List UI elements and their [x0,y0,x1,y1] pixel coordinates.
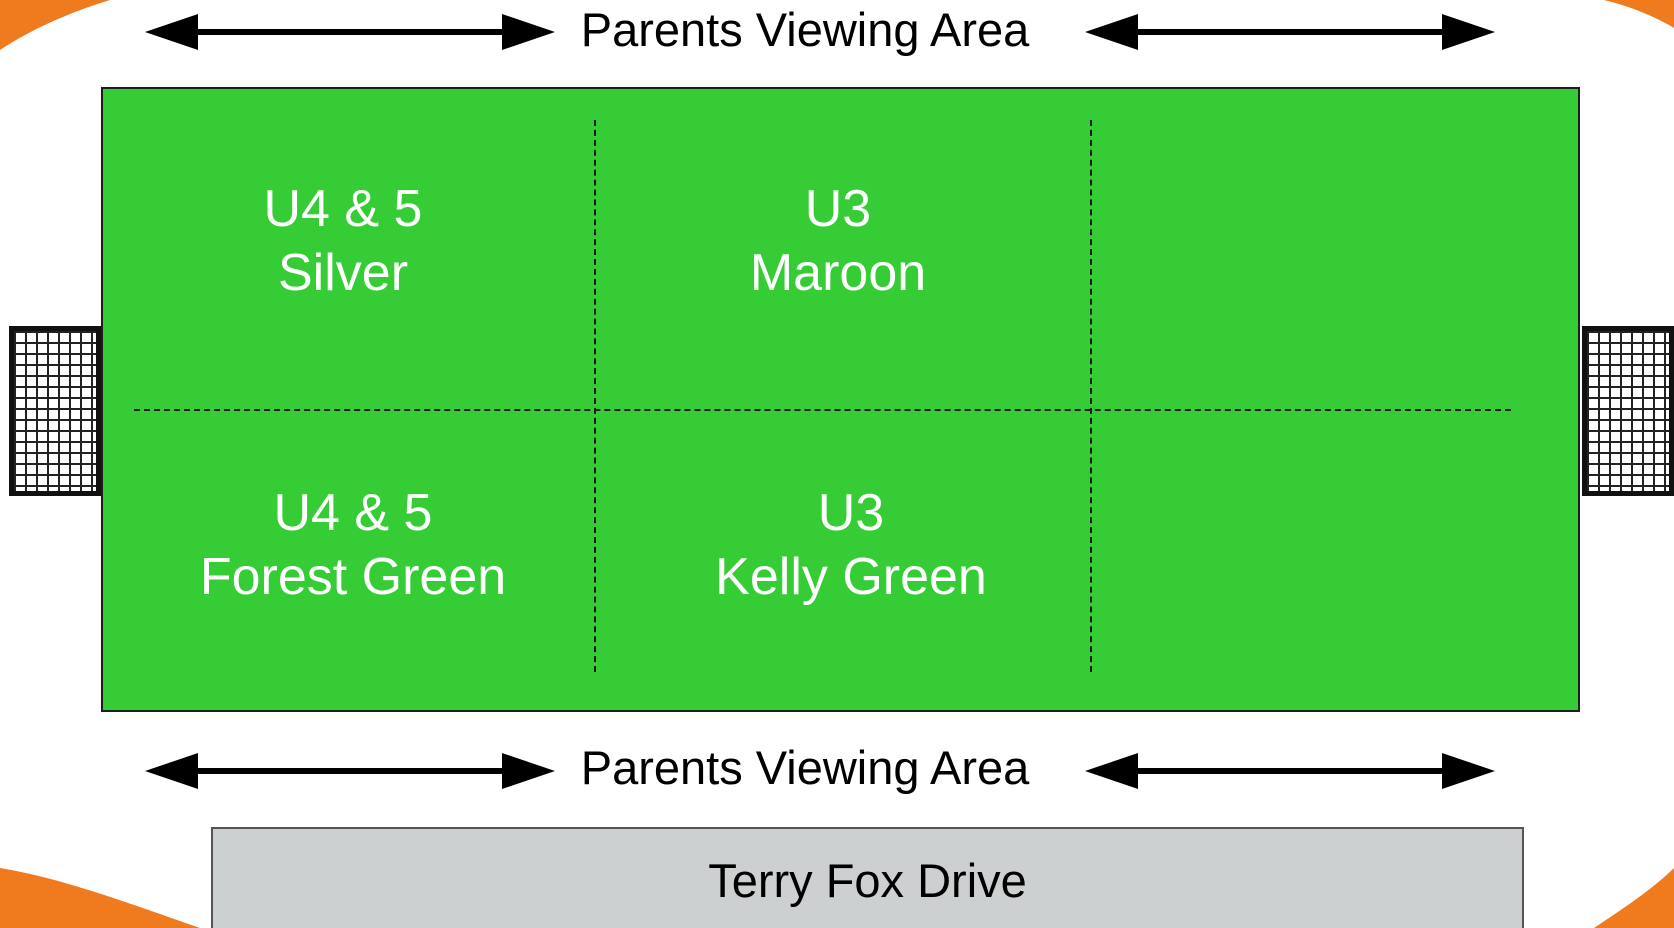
field-divider-vertical-2 [1090,120,1092,672]
zone-u3-maroon: U3 Maroon [638,177,1038,305]
zone-age-group: U4 & 5 [263,180,423,238]
top-viewing-area-label: Parents Viewing Area [580,3,1030,56]
zone-team-name: Maroon [749,244,927,302]
zone-age-group: U3 [817,484,885,542]
top-right-orange-swoosh [1604,0,1674,28]
field-divider-horizontal [134,409,1511,411]
zone-team-name: Forest Green [199,548,507,606]
zone-age-group: U4 & 5 [273,484,433,542]
left-goal-net [9,326,101,496]
zone-u3-kelly-green: U3 Kelly Green [651,481,1051,609]
road-label: Terry Fox Drive [708,854,1027,907]
bottom-left-orange-swoosh [0,868,200,928]
zone-age-group: U3 [804,180,872,238]
zone-team-name: Kelly Green [715,548,987,606]
soccer-field: U4 & 5 Silver U3 Maroon U4 & 5 Forest Gr… [101,87,1580,712]
top-right-double-arrow [1085,14,1495,50]
zone-u4-5-forest-green: U4 & 5 Forest Green [143,481,563,609]
terry-fox-drive-road: Terry Fox Drive [211,827,1524,928]
bottom-left-double-arrow [145,753,555,789]
bottom-right-double-arrow [1085,753,1495,789]
bottom-right-orange-swoosh [1594,868,1674,928]
zone-u4-5-silver: U4 & 5 Silver [143,177,543,305]
zone-team-name: Silver [277,244,409,302]
bottom-viewing-area-label: Parents Viewing Area [580,741,1030,794]
field-divider-vertical-1 [594,120,596,672]
top-left-double-arrow [145,14,555,50]
right-goal-net [1582,326,1674,496]
top-left-orange-swoosh [0,0,110,50]
